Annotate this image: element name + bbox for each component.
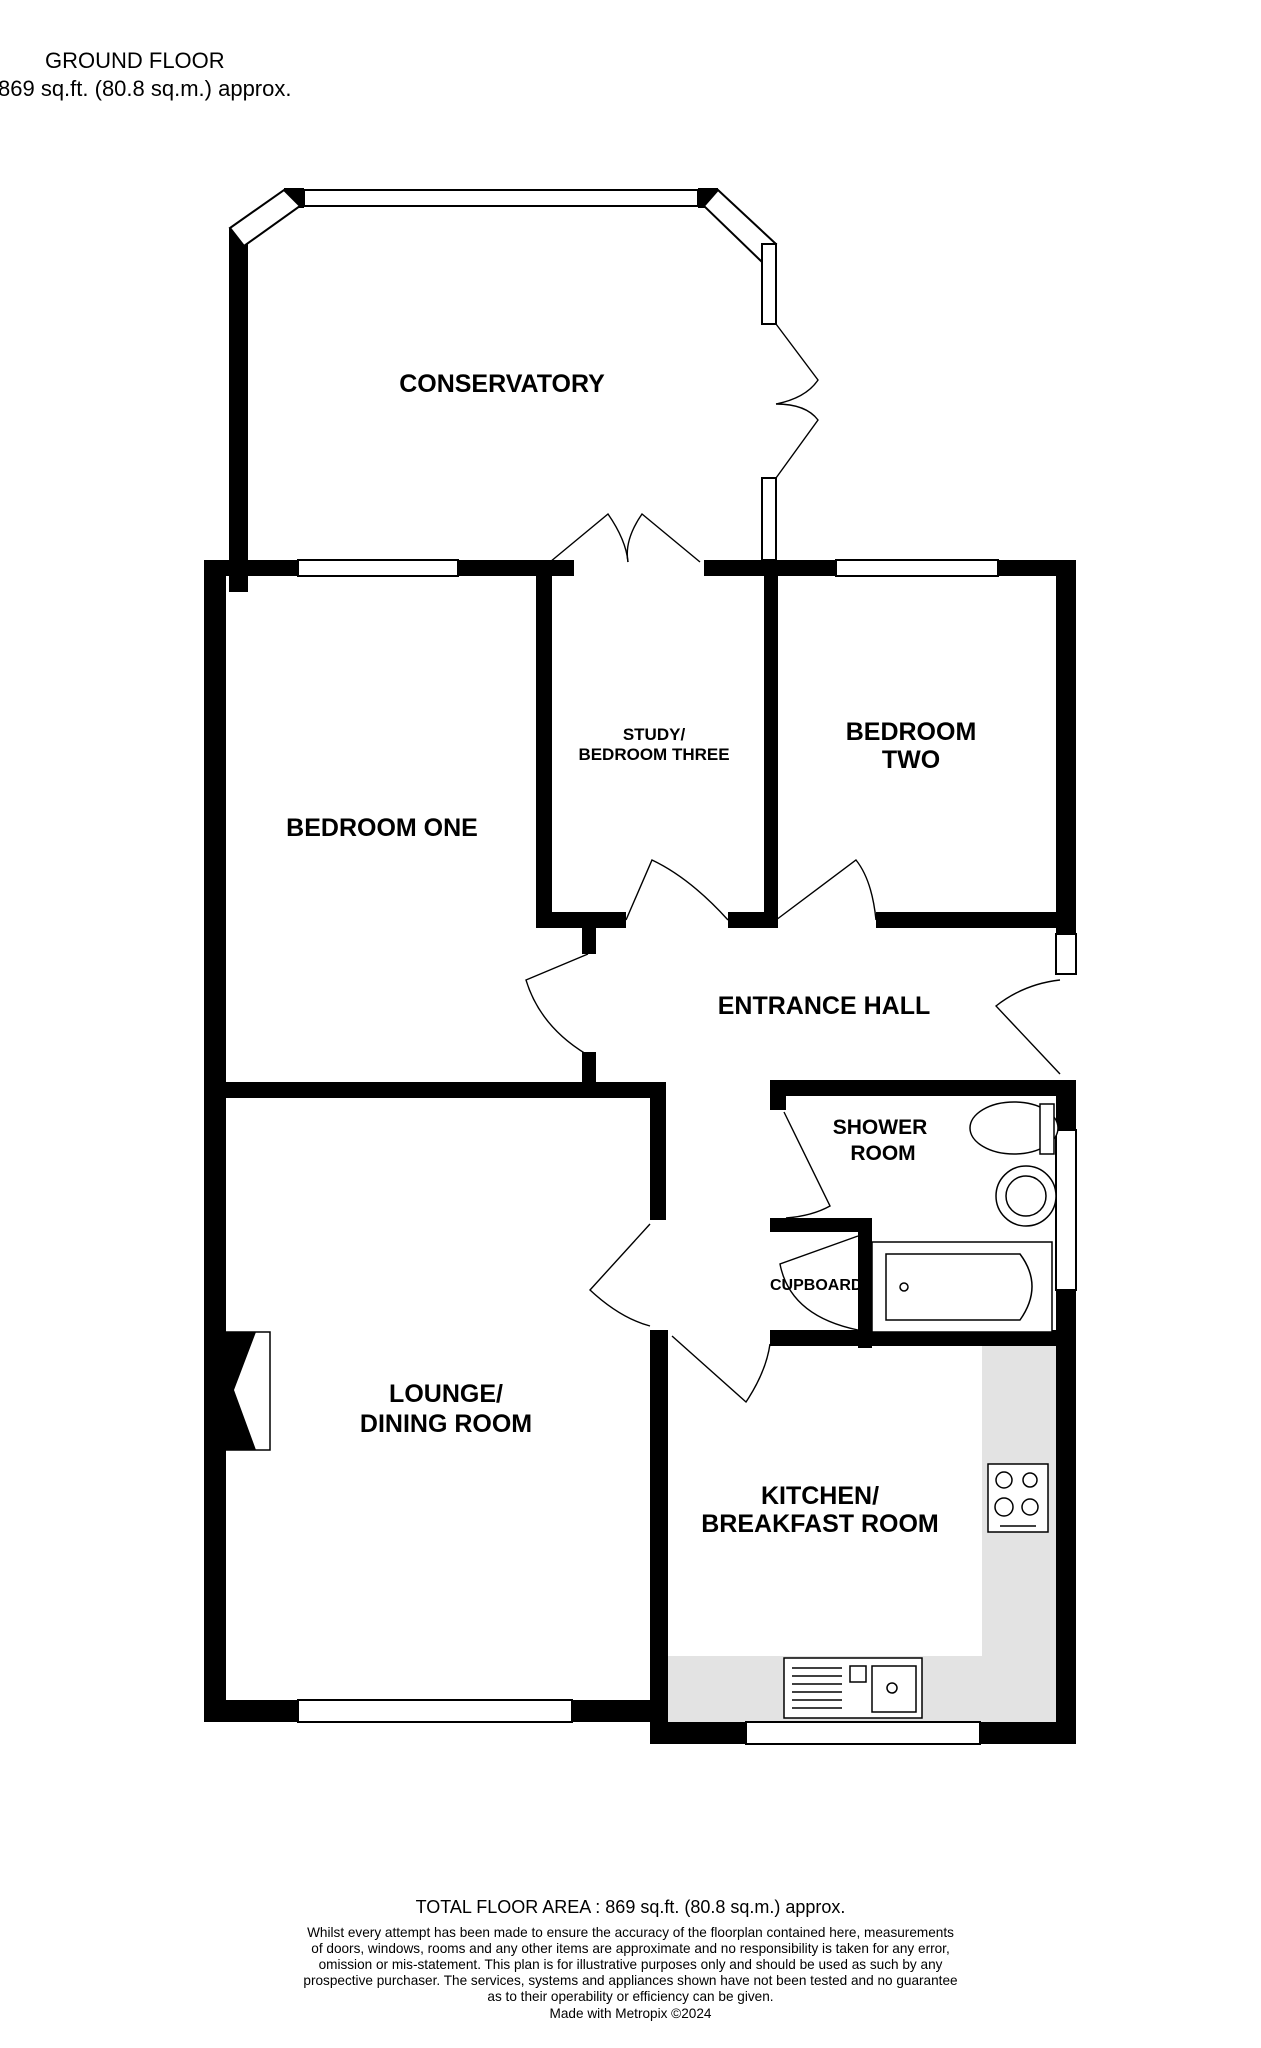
disclaimer: Whilst every attempt has been made to en…	[0, 1925, 1261, 2005]
fireplace	[225, 1331, 271, 1451]
label-lounge-line2: DINING ROOM	[360, 1410, 532, 1438]
label-kitchen-line1: KITCHEN/	[761, 1482, 879, 1510]
disclaimer-line: of doors, windows, rooms and any other i…	[311, 1941, 950, 1956]
label-bedroom-one: BEDROOM ONE	[286, 814, 478, 842]
disclaimer-line: Whilst every attempt has been made to en…	[307, 1925, 954, 1940]
label-shower-line1: SHOWER	[833, 1116, 928, 1139]
disclaimer-line: as to their operability or efficiency ca…	[487, 1989, 774, 2004]
label-study-line1: STUDY/	[623, 725, 686, 744]
toilet-icon	[969, 1101, 1059, 1155]
label-kitchen-line2: BREAKFAST ROOM	[701, 1510, 939, 1538]
doors	[525, 323, 1061, 1404]
windows	[228, 188, 1077, 1745]
disclaimer-line: prospective purchaser. The services, sys…	[303, 1973, 958, 1988]
label-bedroom-two-line2: TWO	[882, 746, 940, 774]
sink-icon	[783, 1657, 923, 1719]
bath-icon	[871, 1241, 1053, 1333]
label-study-line2: BEDROOM THREE	[578, 745, 729, 764]
label-bedroom-two-line1: BEDROOM	[846, 718, 977, 746]
credit: Made with Metropix ©2024	[549, 2006, 712, 2021]
label-lounge-line1: LOUNGE/	[389, 1380, 503, 1408]
floor-name: GROUND FLOOR	[45, 48, 225, 73]
walls	[204, 188, 1076, 1744]
total-floor-area: TOTAL FLOOR AREA : 869 sq.ft. (80.8 sq.m…	[415, 1897, 846, 1917]
label-conservatory: CONSERVATORY	[399, 370, 605, 398]
basin-icon	[995, 1165, 1057, 1227]
disclaimer-line: omission or mis-statement. This plan is …	[318, 1957, 943, 1972]
hob-icon	[987, 1463, 1049, 1533]
floor-area: 869 sq.ft. (80.8 sq.m.) approx.	[0, 76, 292, 101]
label-entrance-hall: ENTRANCE HALL	[718, 992, 931, 1020]
floor-plan: CONSERVATORY BEDROOM ONE STUDY/ BEDROOM …	[204, 188, 1077, 1745]
label-cupboard: CUPBOARD	[770, 1277, 862, 1294]
label-shower-line2: ROOM	[850, 1142, 915, 1165]
